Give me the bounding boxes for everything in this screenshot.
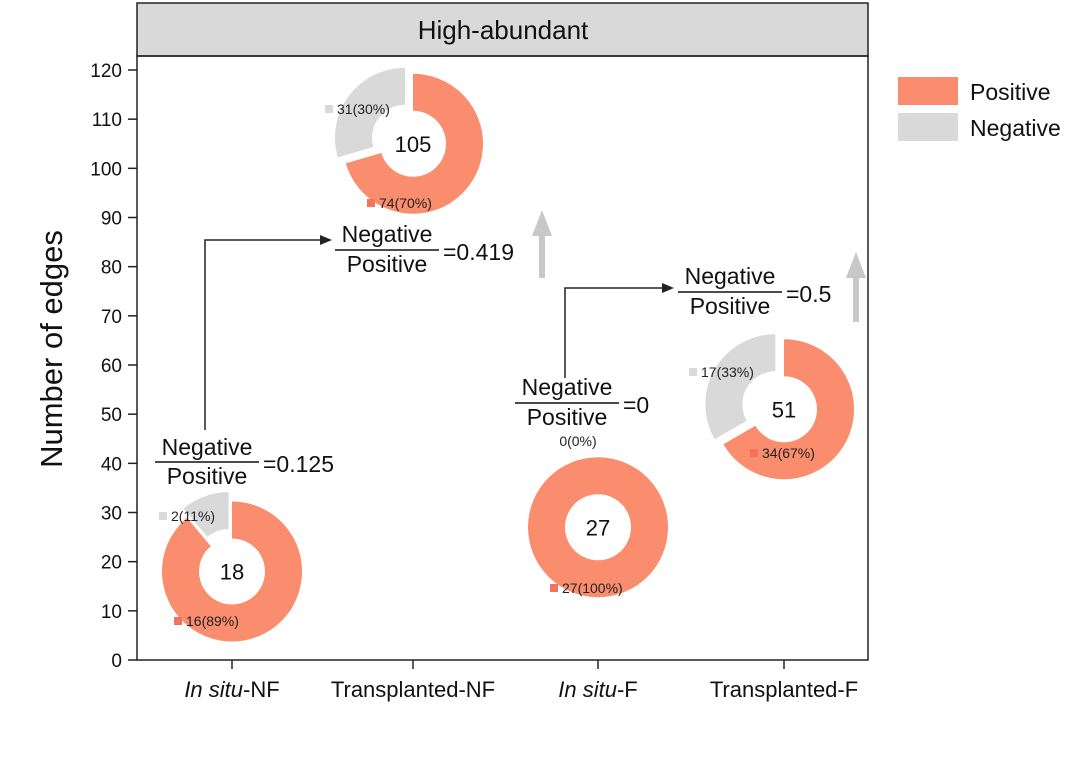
positive-label-marker bbox=[367, 199, 375, 207]
y-tick-label: 30 bbox=[101, 504, 122, 525]
ratio-denominator: Positive bbox=[527, 404, 608, 430]
x-tick-label: Transplanted-NF bbox=[331, 677, 495, 702]
negative-label-marker bbox=[159, 512, 167, 520]
y-tick-label: 50 bbox=[101, 405, 122, 426]
y-tick-label: 80 bbox=[101, 258, 122, 279]
x-tick-label: In situ-NF bbox=[184, 677, 279, 702]
negative-label-marker bbox=[689, 368, 697, 376]
positive-label-marker bbox=[750, 449, 758, 457]
x-tick-label-italic: In situ bbox=[558, 677, 617, 702]
y-tick-label: 20 bbox=[101, 553, 122, 574]
legend-positive-label: Positive bbox=[970, 79, 1051, 105]
legend: Positive Negative bbox=[898, 77, 1061, 141]
ratio-numerator: Negative bbox=[685, 263, 776, 289]
y-tick-label: 120 bbox=[90, 61, 122, 82]
y-tick-label: 10 bbox=[101, 602, 122, 623]
negative-slice-label: 31(30%) bbox=[337, 101, 390, 117]
increase-arrow-f bbox=[846, 252, 866, 322]
y-axis-label: Number of edges bbox=[34, 230, 69, 468]
legend-negative-swatch bbox=[898, 113, 958, 141]
donut: 18 16(89%) 2(11%) bbox=[159, 492, 302, 642]
ratio-numerator: Negative bbox=[522, 374, 613, 400]
title-strip bbox=[136, 2, 869, 57]
y-tick-label: 110 bbox=[92, 110, 122, 131]
donut-total-label: 18 bbox=[220, 560, 244, 585]
donut-total-label: 51 bbox=[772, 397, 796, 422]
y-tick-label: 60 bbox=[101, 356, 122, 377]
donut-slice-positive bbox=[345, 73, 483, 214]
ratio-value: =0 bbox=[623, 392, 649, 418]
ratio-numerator: Negative bbox=[162, 434, 253, 460]
positive-slice-label: 34(67%) bbox=[762, 445, 815, 461]
ratio-denominator: Positive bbox=[347, 251, 428, 277]
x-tick-label: In situ-F bbox=[558, 677, 637, 702]
donut-slice-negative bbox=[705, 334, 776, 440]
x-tick-label-italic: In situ bbox=[184, 677, 243, 702]
ratio-value: =0.5 bbox=[786, 281, 831, 307]
donut: 51 34(67%) 17(33%) bbox=[689, 334, 854, 480]
connector-arrows bbox=[204, 239, 667, 430]
donut-slice-negative bbox=[334, 67, 405, 158]
connector-arrowhead-f bbox=[662, 283, 674, 293]
y-tick-label: 0 bbox=[111, 651, 122, 672]
connector-arrow-nf bbox=[204, 239, 325, 430]
y-tick-label: 90 bbox=[101, 209, 122, 230]
donut-group: 18 16(89%) 2(11%) 105 74(70%) 31(30%) 27 27(100… bbox=[159, 67, 854, 642]
donut-slice-positive bbox=[528, 457, 668, 598]
positive-slice-label: 16(89%) bbox=[186, 613, 239, 629]
donut-slice-negative bbox=[183, 492, 229, 537]
donut-slice-positive bbox=[723, 339, 854, 480]
y-tick-label: 40 bbox=[101, 454, 122, 475]
y-tick-label: 70 bbox=[101, 307, 122, 328]
ratio-denominator: Positive bbox=[690, 293, 771, 319]
donut-slice-positive bbox=[162, 501, 302, 642]
positive-label-marker bbox=[174, 617, 182, 625]
increase-arrow-nf bbox=[532, 210, 552, 278]
connector-arrow-f bbox=[564, 287, 667, 378]
ratio-value: =0.419 bbox=[443, 239, 514, 265]
ratio-numerator: Negative bbox=[342, 221, 433, 247]
negative-label-marker bbox=[325, 105, 333, 113]
ratio-group: NegativePositive=0.125NegativePositive=0… bbox=[155, 221, 831, 489]
x-tick-label-text: Transplanted-NF bbox=[331, 677, 495, 702]
chart-title: High-abundant bbox=[418, 15, 589, 45]
ratio-denominator: Positive bbox=[167, 463, 248, 489]
positive-slice-label: 27(100%) bbox=[562, 580, 623, 596]
donut-total-label: 27 bbox=[586, 515, 610, 540]
positive-slice-label: 74(70%) bbox=[379, 195, 432, 211]
x-tick-label: Transplanted-F bbox=[710, 677, 858, 702]
negative-slice-label: 2(11%) bbox=[171, 508, 215, 524]
negative-slice-label: 17(33%) bbox=[701, 364, 754, 380]
negative-slice-label: 0(0%) bbox=[559, 433, 596, 449]
x-tick-label-text: -NF bbox=[243, 677, 280, 702]
legend-positive-swatch bbox=[898, 77, 958, 105]
ratio-value: =0.125 bbox=[263, 451, 334, 477]
donut: 27 27(100%) 0(0%) bbox=[528, 433, 668, 598]
positive-label-marker bbox=[550, 584, 558, 592]
legend-negative-label: Negative bbox=[970, 115, 1061, 141]
y-tick-label: 100 bbox=[90, 159, 122, 180]
plot-frame bbox=[136, 55, 869, 661]
donut: 105 74(70%) 31(30%) bbox=[325, 67, 483, 214]
x-tick-label-text: Transplanted-F bbox=[710, 677, 858, 702]
x-tick-label-text: -F bbox=[617, 677, 638, 702]
y-axis: 0 10 20 30 40 50 60 70 80 90 100 110 120 bbox=[90, 61, 137, 672]
connector-arrowhead-nf bbox=[320, 235, 332, 245]
donut-total-label: 105 bbox=[395, 132, 432, 157]
